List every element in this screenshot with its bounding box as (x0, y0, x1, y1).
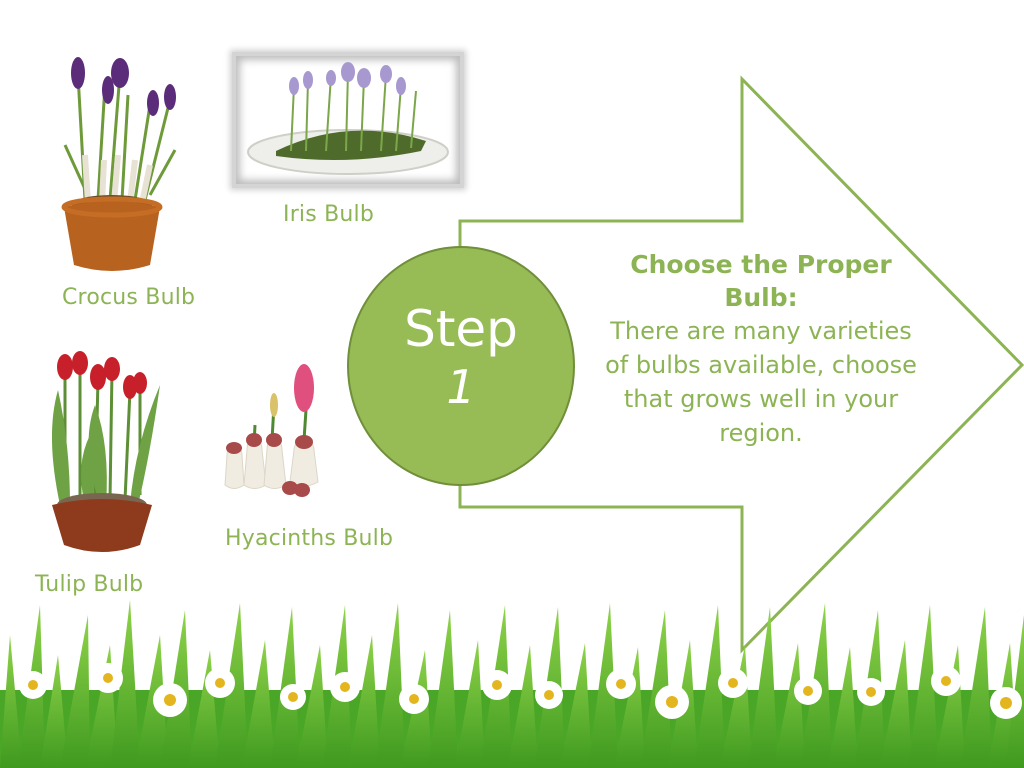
iris-photo-frame (232, 52, 464, 188)
crocus-pot-image (61, 57, 177, 271)
crocus-bulb-label: Crocus Bulb (62, 285, 196, 310)
iris-dish-image (247, 62, 449, 175)
description-body: There are many varieties of bulbs availa… (605, 317, 917, 447)
description-title: Choose the Proper Bulb: (630, 250, 892, 312)
tulip-bulb-item (40, 345, 170, 560)
step-badge: Step 1 (347, 246, 575, 486)
hyacinths-bulb-label: Hyacinths Bulb (225, 526, 394, 551)
hyacinth-vases-image (224, 364, 319, 497)
step-number: 1 (446, 360, 476, 414)
grass-border-image (0, 600, 1024, 768)
iris-bulb-label: Iris Bulb (283, 202, 375, 227)
tulip-bulb-label: Tulip Bulb (35, 572, 144, 597)
step-description: Choose the Proper Bulb: There are many v… (598, 248, 924, 450)
step-word: Step (404, 300, 518, 358)
hyacinths-bulb-item (222, 360, 332, 500)
crocus-bulb-item (50, 55, 190, 280)
tulip-pot-image (51, 351, 160, 552)
